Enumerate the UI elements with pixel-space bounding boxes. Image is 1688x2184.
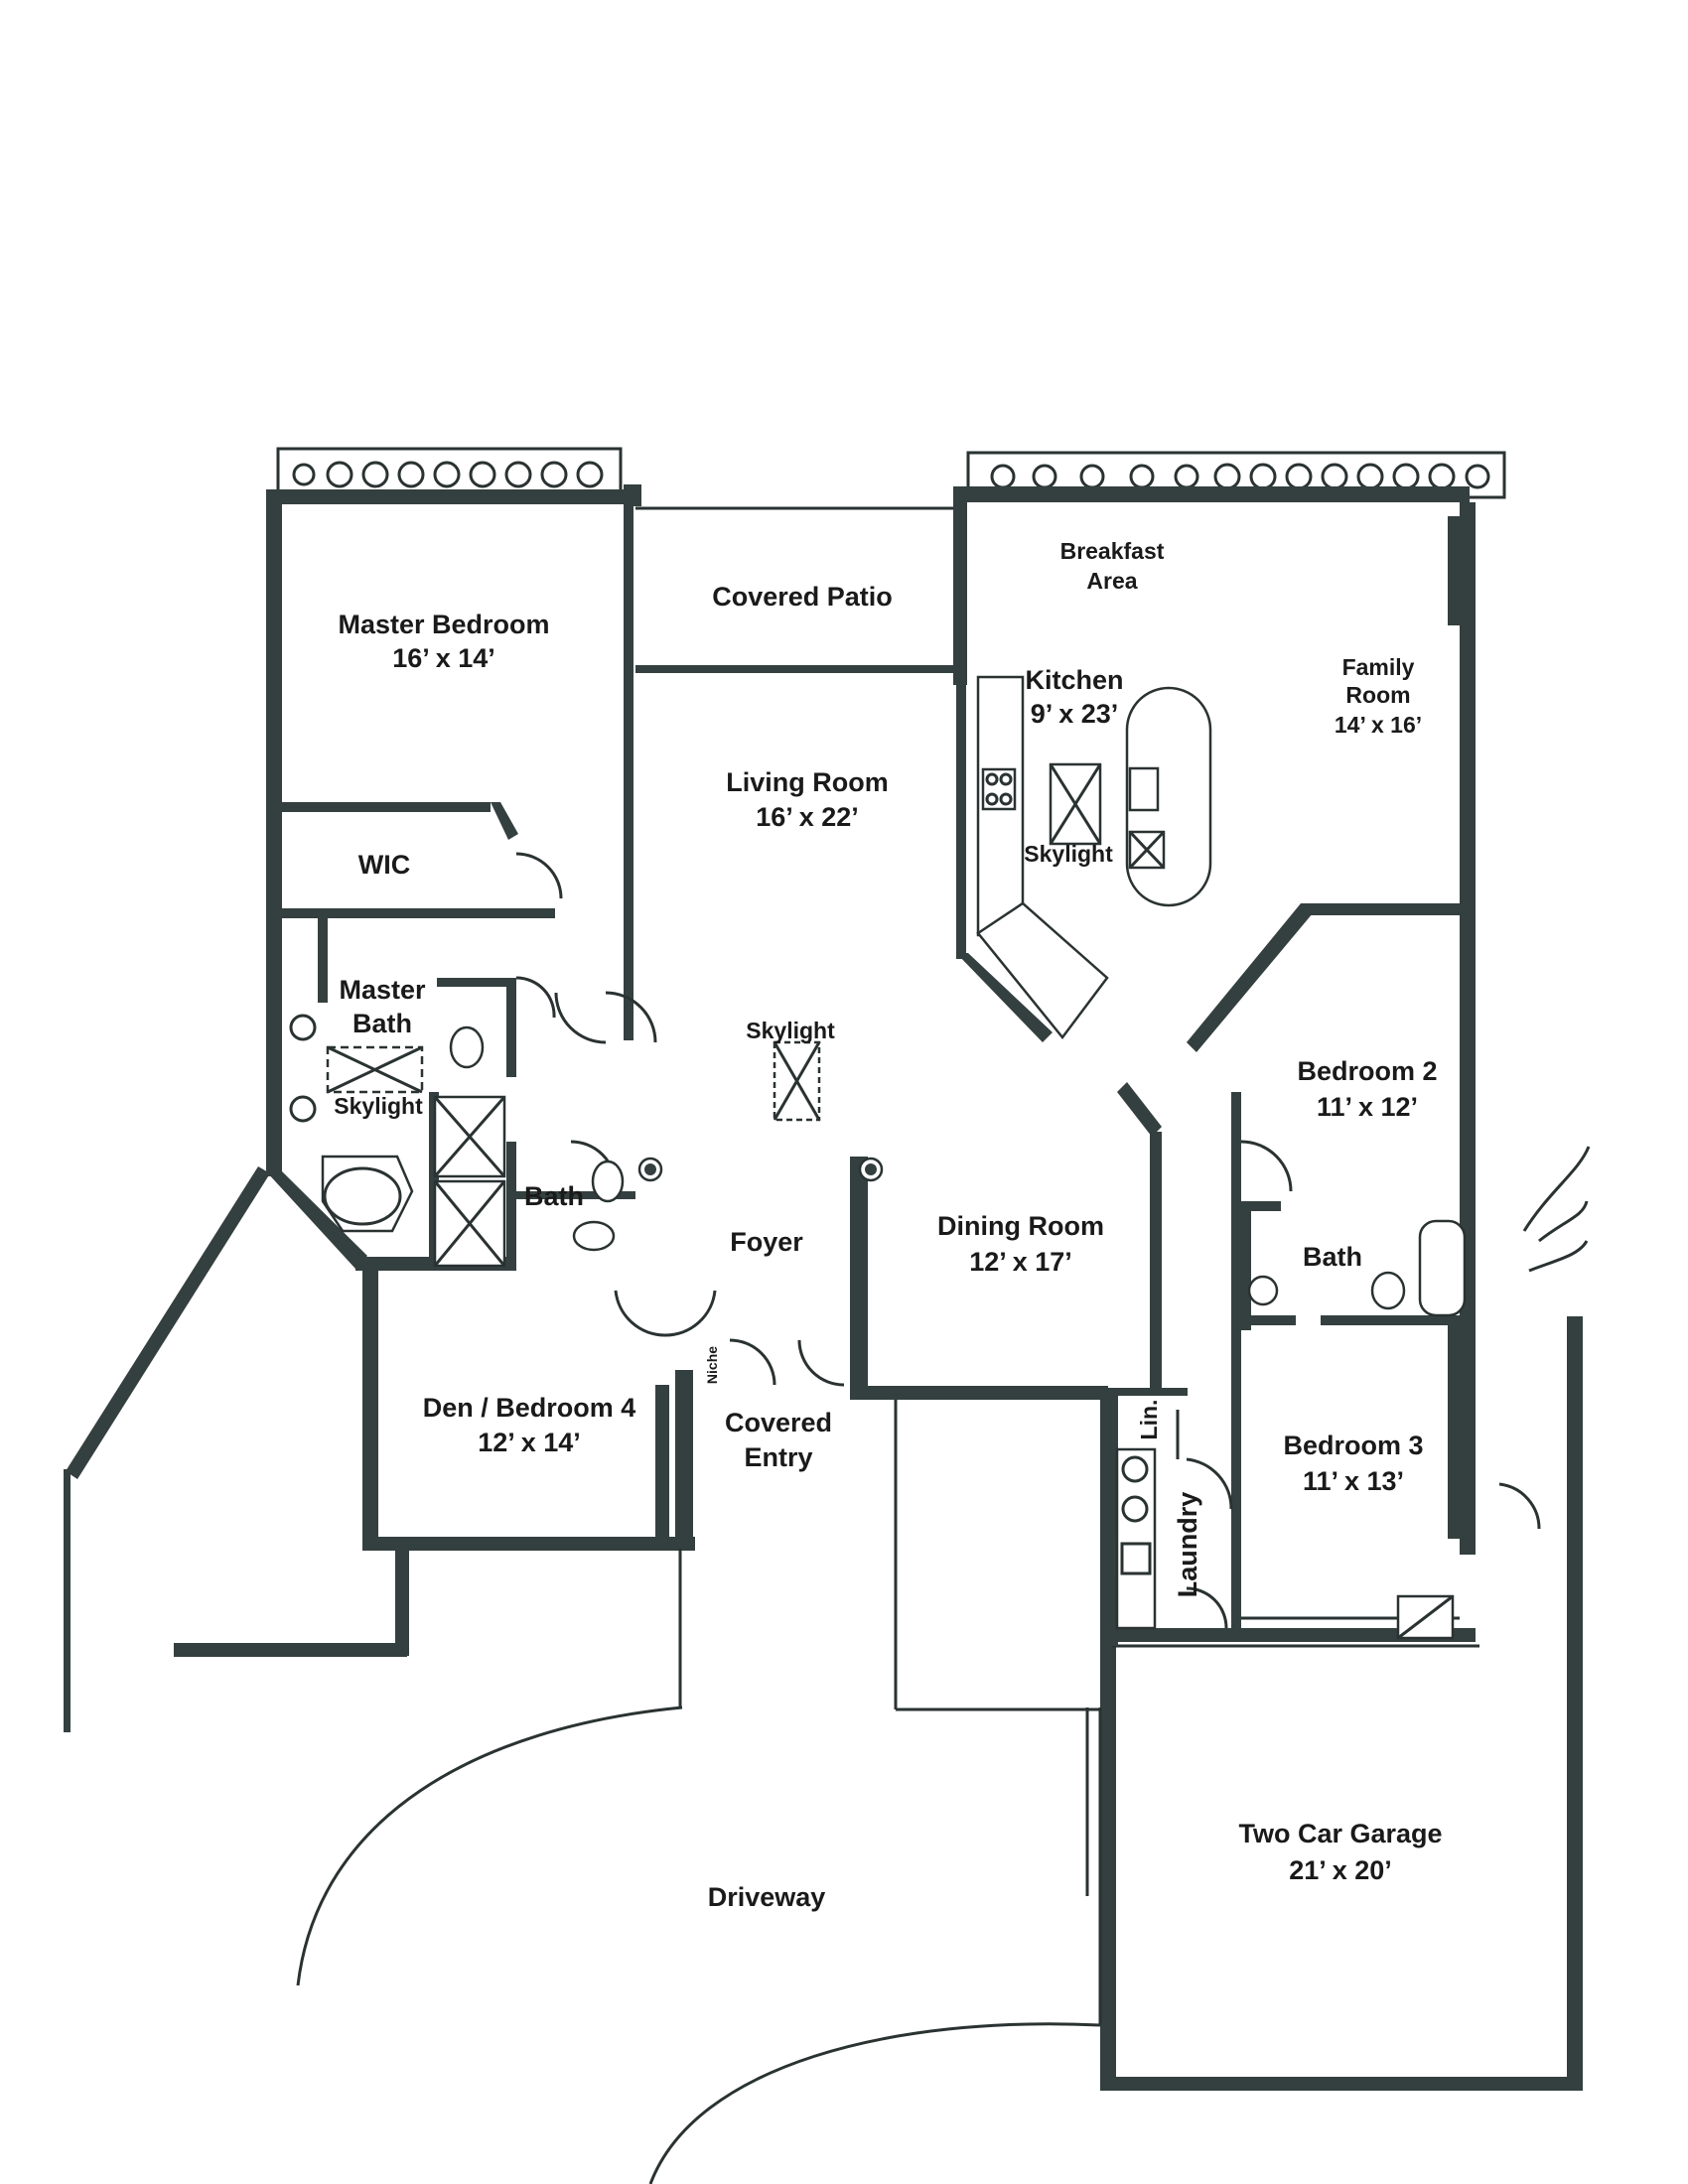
covered-entry-line1: Covered <box>725 1408 832 1437</box>
master-bath-fixtures <box>289 1014 506 1268</box>
planter-left <box>276 447 623 495</box>
master-bedroom-name: Master Bedroom <box>338 610 549 639</box>
family-room-line2: Room <box>1345 682 1410 708</box>
breakfast-area-line2: Area <box>1086 568 1137 594</box>
breakfast-area-line1: Breakfast <box>1060 538 1165 564</box>
garage-name: Two Car Garage <box>1238 1819 1442 1848</box>
kitchen-name: Kitchen <box>1025 665 1123 695</box>
living-skylight-label: Skylight <box>746 1018 835 1043</box>
kitchen-skylight-label: Skylight <box>1024 841 1113 867</box>
driveway-edges <box>296 1706 1102 2184</box>
covered-entry-line2: Entry <box>744 1442 812 1472</box>
dining-room-name: Dining Room <box>937 1211 1104 1241</box>
covered-patio-name: Covered Patio <box>712 582 893 612</box>
hall-bath-fixtures <box>572 1157 884 1252</box>
stove-icon <box>981 767 1017 811</box>
kitchen-skylight-icon <box>1049 762 1102 846</box>
living-skylight-icon <box>773 1040 821 1122</box>
den-size: 12’ x 14’ <box>478 1428 581 1457</box>
living-room-name: Living Room <box>726 767 889 797</box>
master-bath-skylight-label: Skylight <box>334 1093 423 1119</box>
bath2-name: Bath <box>1303 1242 1362 1272</box>
master-bath-line2: Bath <box>352 1009 412 1038</box>
living-room-size: 16’ x 22’ <box>756 802 859 832</box>
garage-size: 21’ x 20’ <box>1289 1855 1392 1885</box>
dining-room-size: 12’ x 17’ <box>969 1247 1072 1277</box>
bedroom2-name: Bedroom 2 <box>1297 1056 1437 1086</box>
wic-name: WIC <box>358 850 410 880</box>
driveway-name: Driveway <box>708 1882 826 1912</box>
bath2-fixtures <box>1247 1219 1467 1640</box>
master-bath-line1: Master <box>339 975 426 1005</box>
bedroom3-size: 11’ x 13’ <box>1303 1466 1404 1496</box>
master-bedroom-size: 16’ x 14’ <box>392 643 495 673</box>
room-labels: Master Bedroom 16’ x 14’ Covered Patio B… <box>334 538 1442 1912</box>
linen-name: Lin. <box>1136 1400 1162 1440</box>
family-room-size: 14’ x 16’ <box>1335 712 1422 738</box>
laundry-name: Laundry <box>1173 1492 1202 1598</box>
hall-bath-name: Bath <box>524 1181 584 1211</box>
kitchen-island <box>1125 686 1212 907</box>
bedroom3-name: Bedroom 3 <box>1283 1431 1423 1460</box>
laundry-fixtures <box>1115 1447 1157 1630</box>
den-name: Den / Bedroom 4 <box>423 1393 636 1423</box>
family-room-line1: Family <box>1342 654 1415 680</box>
kitchen-size: 9’ x 23’ <box>1031 699 1119 729</box>
bedroom2-size: 11’ x 12’ <box>1317 1092 1418 1122</box>
door-swings <box>515 852 1541 1629</box>
niche-name: Niche <box>704 1346 720 1384</box>
foyer-name: Foyer <box>730 1227 803 1257</box>
shrub <box>1522 1146 1591 1273</box>
